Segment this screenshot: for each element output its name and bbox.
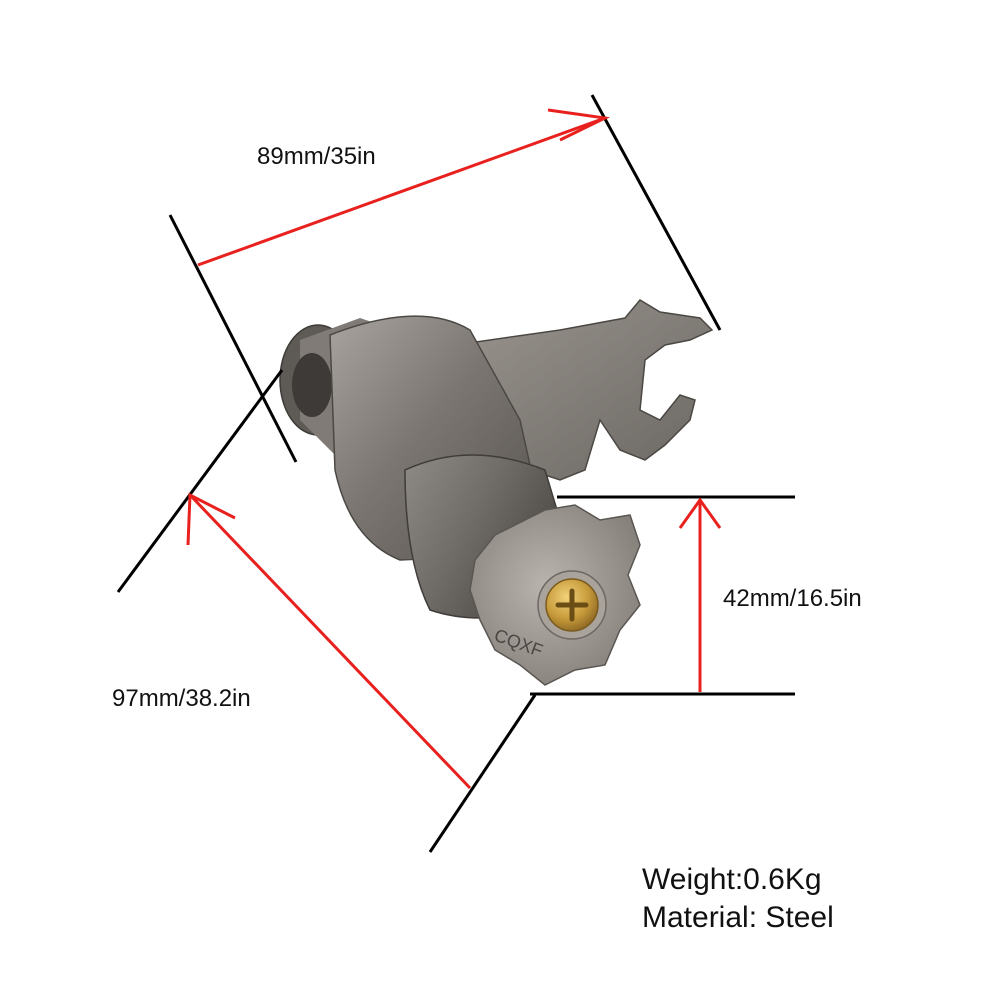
diagonal-arrow-line <box>188 493 472 790</box>
extension-line-right <box>590 94 722 331</box>
diagonal-dimension <box>116 369 537 853</box>
length-label: 89mm/35in <box>257 143 376 170</box>
diagonal-label: 97mm/38.2in <box>112 685 251 712</box>
height-label: 42mm/16.5in <box>723 585 862 612</box>
diagonal-arrow-head <box>186 492 236 546</box>
extension-line-left <box>168 214 298 463</box>
extension-line-top <box>116 369 284 593</box>
shift-fork-part: CQXF <box>279 299 714 686</box>
length-arrow-head <box>547 108 611 142</box>
length-arrow-line <box>197 116 606 267</box>
weight-spec: Weight:0.6Kg <box>642 863 822 896</box>
material-spec: Material: Steel <box>642 901 834 934</box>
extension-line-bottom <box>428 694 537 853</box>
bolt <box>537 570 607 640</box>
height-dimension <box>530 495 795 696</box>
height-arrow-head <box>678 497 722 529</box>
length-dimension <box>168 94 722 463</box>
